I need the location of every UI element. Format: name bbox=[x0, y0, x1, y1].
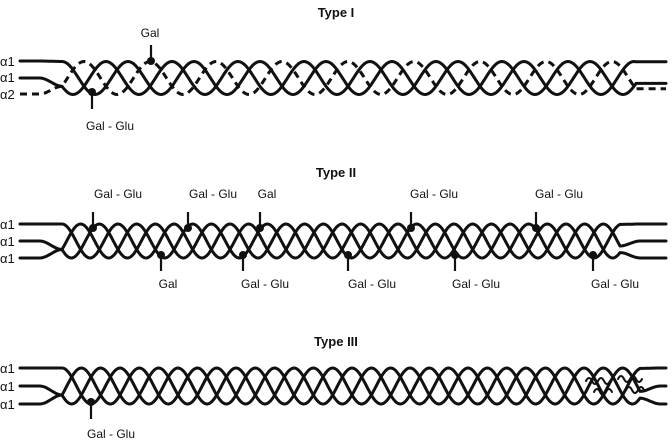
glycosylation-marker: Gal - Glu bbox=[87, 398, 135, 441]
glycosylation-label: Gal - Glu bbox=[452, 277, 500, 291]
glycosylation-label: Gal - Glu bbox=[189, 187, 237, 201]
chain-label: α1 bbox=[0, 361, 15, 376]
helix-strand bbox=[20, 60, 666, 96]
helix-strand bbox=[18, 222, 668, 260]
panel-title-type-1: Type I bbox=[318, 5, 355, 20]
chain-label: α1 bbox=[0, 217, 15, 232]
glycosylation-marker: Gal bbox=[256, 187, 276, 232]
glycosylation-label: Gal - Glu bbox=[241, 277, 289, 291]
glycosylation-label: Gal - Glu bbox=[410, 187, 458, 201]
glycosylation-label: Gal - Glu bbox=[87, 427, 135, 441]
chain-label: α1 bbox=[0, 379, 15, 394]
glycosylation-marker: Gal bbox=[141, 26, 160, 65]
glycosylation-label: Gal bbox=[159, 277, 178, 291]
glycosylation-marker: Gal - Glu bbox=[532, 187, 583, 232]
glycosylation-marker: Gal - Glu bbox=[407, 187, 458, 232]
glycosylation-marker: Gal - Glu bbox=[344, 251, 396, 291]
chain-label: α1 bbox=[0, 234, 15, 249]
helix-strand bbox=[18, 59, 668, 96]
glycosylation-label: Gal bbox=[141, 26, 160, 40]
glycosylation-marker: Gal - Glu bbox=[239, 251, 289, 291]
chain-label: α1 bbox=[0, 251, 15, 266]
triple-helix-type-3 bbox=[18, 366, 668, 406]
glycosylation-label: Gal - Glu bbox=[535, 187, 583, 201]
panel-type-2: Type II α1 α1 α1 Gal - Glu Gal - Glu Gal… bbox=[0, 165, 668, 291]
triple-helix-type-1 bbox=[18, 59, 668, 96]
helix-strand bbox=[18, 366, 668, 406]
glycosylation-label: Gal - Glu bbox=[86, 119, 134, 133]
triple-helix-type-2 bbox=[18, 222, 668, 260]
panel-title-type-3: Type III bbox=[314, 334, 358, 349]
glycosylation-marker: Gal - Glu bbox=[451, 251, 500, 291]
glycosylation-label: Gal - Glu bbox=[591, 277, 639, 291]
helix-strand bbox=[18, 366, 668, 406]
glycosylation-label: Gal bbox=[258, 187, 277, 201]
helix-strand bbox=[18, 60, 668, 96]
chain-label: α1 bbox=[0, 54, 15, 69]
panel-title-type-2: Type II bbox=[316, 165, 356, 180]
glycosylation-marker: Gal - Glu bbox=[86, 88, 134, 133]
chain-label: α1 bbox=[0, 397, 15, 412]
chain-label: α2 bbox=[0, 87, 15, 102]
panel-type-3: Type III α1 α1 α1 Gal - Glu bbox=[0, 334, 668, 441]
disulfide-knot bbox=[585, 375, 645, 396]
glycosylation-marker: Gal - Glu bbox=[589, 251, 639, 291]
panel-type-1: Type I α1 α1 α2 Gal Gal - Glu bbox=[0, 5, 668, 133]
glycosylation-marker: Gal bbox=[157, 251, 177, 291]
chain-label: α1 bbox=[0, 70, 15, 85]
glycosylation-marker: Gal - Glu bbox=[89, 187, 142, 232]
glycosylation-label: Gal - Glu bbox=[94, 187, 142, 201]
glycosylation-marker: Gal - Glu bbox=[184, 187, 237, 232]
helix-strand bbox=[18, 222, 668, 260]
glycosylation-label: Gal - Glu bbox=[348, 277, 396, 291]
